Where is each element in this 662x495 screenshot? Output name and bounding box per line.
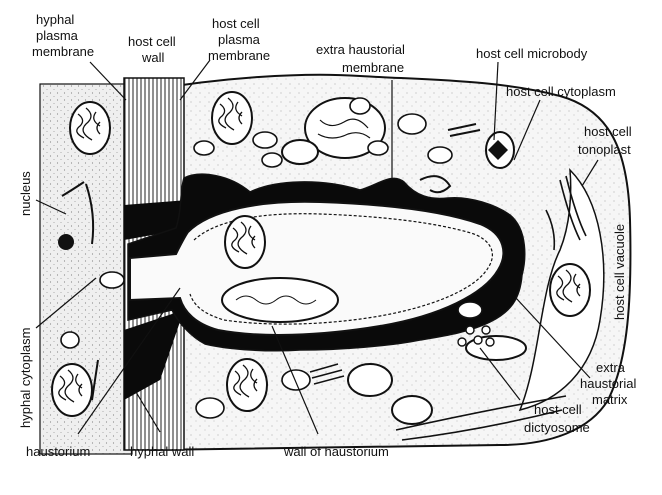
label-host-cell-cytoplasm: host cell cytoplasm xyxy=(506,84,616,99)
host-mitochondrion-3 xyxy=(550,264,590,316)
svg-text:dictyosome: dictyosome xyxy=(524,420,590,435)
svg-text:matrix: matrix xyxy=(592,392,628,407)
svg-text:tonoplast: tonoplast xyxy=(578,142,631,157)
svg-text:hyphal: hyphal xyxy=(36,12,74,27)
svg-text:membrane: membrane xyxy=(208,48,270,63)
label-host-cell-plasma-membrane: host cell plasma membrane xyxy=(208,16,270,63)
svg-text:plasma: plasma xyxy=(218,32,261,47)
label-host-cell-microbody: host cell microbody xyxy=(476,46,588,61)
svg-text:wall: wall xyxy=(141,50,165,65)
svg-text:extra haustorial: extra haustorial xyxy=(316,42,405,57)
haustorium-mitochondrion xyxy=(225,216,265,268)
svg-text:host cell: host cell xyxy=(584,124,632,139)
svg-text:membrane: membrane xyxy=(32,44,94,59)
label-hyphal-cytoplasm: hyphal cytoplasm xyxy=(18,328,33,428)
hyphal-mitochondrion-1 xyxy=(70,102,110,154)
svg-text:extra: extra xyxy=(596,360,626,375)
label-haustorium: haustorium xyxy=(26,444,90,459)
label-hyphal-wall: hyphal wall xyxy=(130,444,194,459)
host-mitochondrion-2 xyxy=(227,359,267,411)
label-nucleus: nucleus xyxy=(18,171,33,216)
hyphal-mitochondrion-2 xyxy=(52,364,92,416)
label-host-cell-wall: host cell wall xyxy=(128,34,176,65)
label-host-cell-vacuole: host cell vacuole xyxy=(612,224,627,320)
svg-text:host cell: host cell xyxy=(212,16,260,31)
label-hyphal-plasma-membrane: hyphal plasma membrane xyxy=(32,12,94,59)
label-extra-haustorial-membrane: extra haustorial membrane xyxy=(316,42,405,75)
svg-text:haustorial: haustorial xyxy=(580,376,636,391)
label-wall-of-haustorium: wall of haustorium xyxy=(283,444,389,459)
svg-text:host cell: host cell xyxy=(128,34,176,49)
svg-text:plasma: plasma xyxy=(36,28,79,43)
svg-text:host cell: host cell xyxy=(534,402,582,417)
host-mitochondrion-1 xyxy=(212,92,252,144)
svg-text:membrane: membrane xyxy=(342,60,404,75)
haustorium-inner-organelle xyxy=(222,278,338,322)
